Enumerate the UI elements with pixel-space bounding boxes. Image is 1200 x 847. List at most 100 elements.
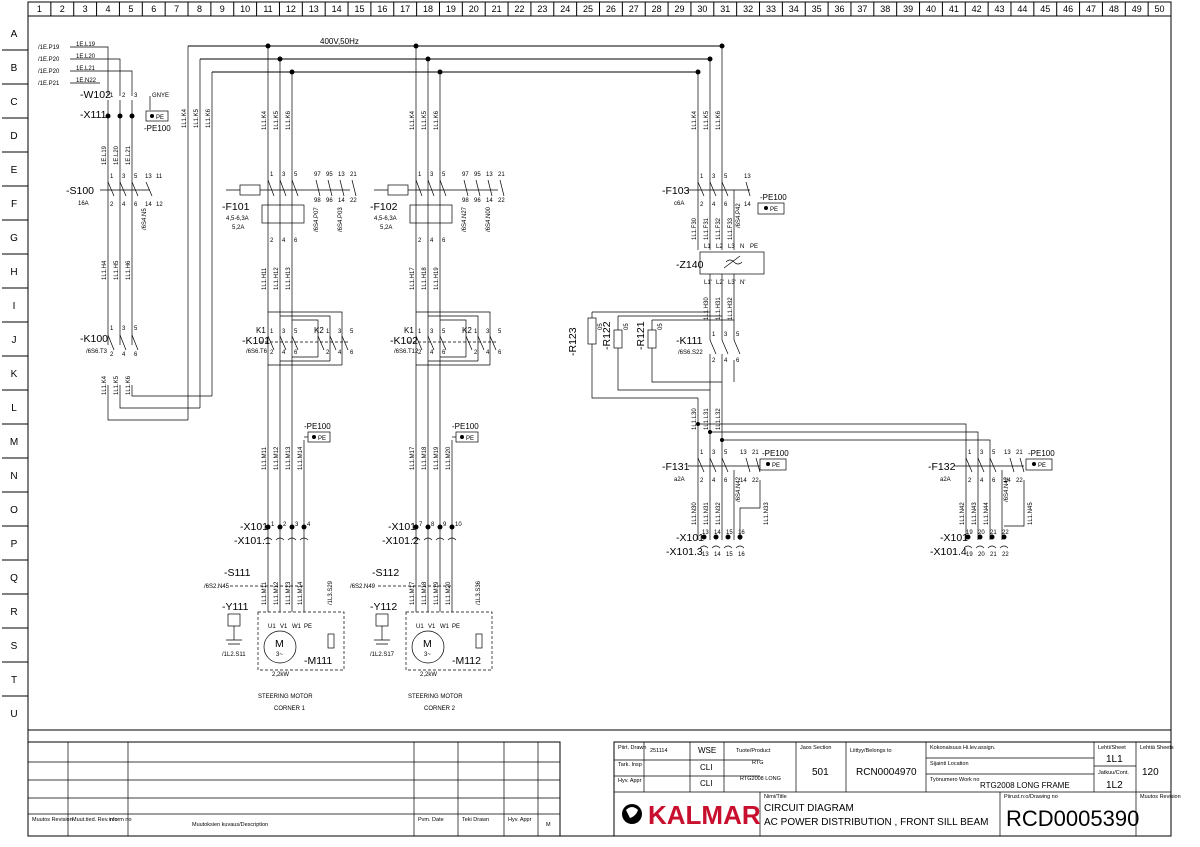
corner-2-in-wire-3: 1L1.K6: [434, 110, 440, 130]
x101-4-pin-4: 22: [1002, 530, 1009, 536]
k102-pin-t6: 5: [498, 329, 502, 335]
z140-out-n: N': [740, 280, 745, 286]
k102-cross-wires: [416, 311, 491, 365]
k102-k1: K1: [404, 326, 414, 335]
corner-1-x-pin-3: 3: [295, 522, 299, 528]
brake-resistors[interactable]: -R123 05 -R122 05 -R121 05: [567, 311, 734, 399]
f103-rating: c6A: [674, 201, 684, 207]
r123-body: [587, 317, 597, 345]
tb-jaos-label: Jaos Section: [800, 745, 832, 751]
s112-tag: -S112: [372, 567, 399, 579]
col-wire-2: 1E.L20: [114, 145, 120, 165]
col-wire-3: 1E.L21: [126, 145, 132, 165]
r122-body: [613, 329, 623, 349]
f101-bot-3: 6: [294, 238, 298, 244]
x111-dot-3: [129, 113, 135, 119]
f101-top-1: 1: [270, 172, 274, 178]
k100-top-1: 1: [110, 326, 114, 332]
f101-motor-protector[interactable]: -F101 4,5-6,3A 5,2A 1 3 5 97 95 13 21 2 …: [222, 172, 357, 244]
f132-bot-3: 6: [992, 478, 996, 484]
column-number: 32: [743, 4, 753, 14]
corner-1-m-wire-1: 1L1.M11: [262, 446, 268, 470]
f132-top-3: 5: [992, 450, 996, 456]
s100-switch[interactable]: -S100 16A 1 3 5 13 11 2 4 6 14 12 /6S4.N…: [66, 174, 163, 280]
m111-pin-v: V1: [280, 624, 288, 630]
k102-bottom-ties: [416, 356, 490, 366]
corner-2-mid-wire-3: 1L1.H19: [434, 267, 440, 290]
w102-core-1: 1: [110, 93, 114, 99]
f103-bot-1: 2: [700, 202, 704, 208]
f131-breaker[interactable]: -F131 a2A 1 3 5 13 21 2 4 6 14 22 /6S4.N…: [662, 450, 761, 502]
column-number: 37: [857, 4, 867, 14]
z140-out-l1: L1': [704, 280, 712, 286]
f131-top-4: 13: [740, 450, 747, 456]
k111-contactor[interactable]: -K111 /6S6.S22 1 3 5 2 4 6: [676, 332, 741, 364]
m111-motor-circle[interactable]: [263, 630, 297, 664]
f102-top-6: 13: [486, 172, 493, 178]
k111-top-1: 1: [712, 332, 716, 338]
f103-top-2: 3: [712, 174, 716, 180]
row-letter: F: [11, 199, 17, 210]
r122-pin: 05: [624, 323, 630, 330]
s111-ref2: /1L3.S29: [328, 580, 334, 605]
column-number: 34: [789, 4, 799, 14]
right-in-wire-2: 1L1.K5: [704, 110, 710, 130]
r121-pin: 05: [658, 323, 664, 330]
m112-pin-pe: PE: [452, 624, 460, 630]
n2-wire-1: 1L1.N42: [960, 502, 966, 525]
resistor-return-wires: [591, 344, 722, 399]
x101-4-tag: -X101: [940, 532, 968, 544]
k102-pin-b5: 4: [486, 350, 490, 356]
column-number: 14: [332, 4, 342, 14]
m112-pin-u: U1: [416, 624, 424, 630]
k102-reversing-contactor[interactable]: -K102 /6S6.T12 K1 K2 1 3 5 1 3 5 2 4 6 2…: [390, 311, 502, 366]
row-letter: U: [10, 709, 17, 720]
k100-contactor[interactable]: -K100 /6S6.T3 1 3 5 2 4 6 1L1.K4 1L1.K5 …: [80, 326, 139, 395]
right-pe-2: PE: [772, 463, 780, 469]
l-wire-2: 1L1.L31: [704, 408, 710, 430]
k101-reversing-contactor[interactable]: -K101 /6S6.T6 K1 K2 1 3 5 1 3 5 2 4 6 2 …: [242, 311, 354, 366]
k102-pin-t3: 5: [442, 329, 446, 335]
f103-bot-2: 4: [712, 202, 716, 208]
f103-breaker[interactable]: -F103 c6A 1 3 5 13 2 4 6 14 /6S4.P42: [662, 174, 751, 228]
z140-filter[interactable]: L1 L2 L3 N PE -Z140 L1' L2' L3' N': [676, 244, 765, 286]
column-number: 2: [60, 4, 65, 14]
column-number: 47: [1086, 4, 1096, 14]
l-wire-1: 1L1.L30: [692, 408, 698, 430]
tb-drawing-no: RCD0005390: [1006, 806, 1139, 831]
corner-2-verticals: [415, 46, 453, 612]
f101-bot-7: 22: [350, 198, 357, 204]
f131-bot-3: 6: [724, 478, 728, 484]
title-block-frame: [613, 741, 1172, 837]
k102-pin-b1: 2: [418, 350, 422, 356]
bus-wire-2: 1L1.K5: [194, 108, 200, 128]
f102-bot-2: 4: [430, 238, 434, 244]
k111-top-3: 5: [736, 332, 740, 338]
tb-title2: AC POWER DISTRIBUTION , FRONT SILL BEAM: [764, 817, 988, 828]
k101-pin-b5: 4: [338, 350, 342, 356]
column-number: 40: [926, 4, 936, 14]
corner-1-term-3: [289, 524, 295, 530]
supply-feed-wires: [70, 46, 133, 96]
f102-top-2: 3: [430, 172, 434, 178]
f102-bot-4: 98: [462, 198, 469, 204]
corner-1-x-pin-4: 4: [307, 522, 311, 528]
y112-coil: [375, 613, 389, 627]
m112-motor-circle[interactable]: [411, 630, 445, 664]
x101-4-tag2: -X101.4: [930, 546, 967, 558]
supply-down-wires: [107, 96, 151, 345]
row-letter: Q: [10, 573, 18, 584]
f102-motor-protector[interactable]: -F102 4,5-6,3A 5,2A 1 3 5 97 95 13 21 2 …: [370, 172, 505, 244]
f103-bot-3: 6: [724, 202, 728, 208]
k100-wire-3: 1L1.K6: [126, 375, 132, 395]
right-pe-1: PE: [770, 207, 778, 213]
column-number: 11: [263, 4, 272, 14]
n1-wire-2: 1L1.N31: [704, 502, 710, 525]
column-number: 48: [1109, 4, 1119, 14]
corner-1-pe: PE: [318, 436, 326, 442]
corner-1-m-wire-4: 1L1.M14: [298, 446, 304, 470]
f132-breaker[interactable]: -F132 a2A 1 3 5 13 21 2 4 6 14 22 /6S4.N…: [928, 450, 1025, 502]
tb-tuote2: RTG2008 LONG: [740, 776, 781, 782]
